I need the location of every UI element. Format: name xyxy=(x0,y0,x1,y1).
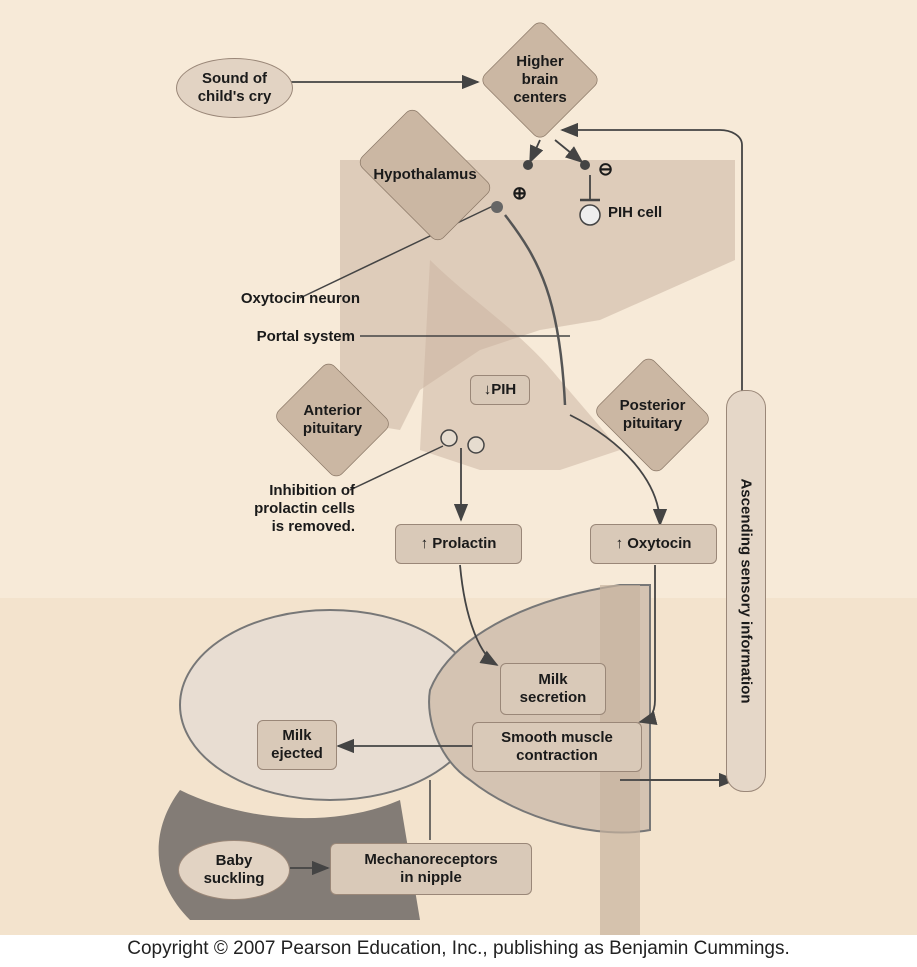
baby-suckling-label: Baby suckling xyxy=(204,852,265,888)
higher-brain-label: Higher brain centers xyxy=(480,53,600,107)
hypothalamus-label: Hypothalamus xyxy=(345,166,505,184)
posterior-pituitary-label: Posterior pituitary xyxy=(590,397,715,433)
milk-ejected-box: Milk ejected xyxy=(257,720,337,770)
brain-to-hypo-arrow xyxy=(530,140,540,162)
baby-suckling-oval: Baby suckling xyxy=(178,840,290,900)
posterior-pituitary-diamond: Posterior pituitary xyxy=(590,360,715,470)
mechanoreceptors-label: Mechanoreceptors in nipple xyxy=(364,851,497,887)
hypo-synapse xyxy=(523,160,533,170)
minus-sign: ⊖ xyxy=(598,160,613,178)
plus-sign: ⊕ xyxy=(512,184,527,202)
anterior-pituitary-diamond: Anterior pituitary xyxy=(270,365,395,475)
pih-decrease-label: ↓PIH xyxy=(484,381,517,399)
oxytocin-neuron-label: Oxytocin neuron xyxy=(170,290,360,308)
ascending-sensory-box: Ascending sensory information xyxy=(726,390,766,792)
copyright-footer: Copyright © 2007 Pearson Education, Inc.… xyxy=(0,938,917,960)
oxytocin-box: ↑ Oxytocin xyxy=(590,524,717,564)
milk-secretion-label: Milk secretion xyxy=(520,671,587,707)
hypothalamus-diamond: Hypothalamus xyxy=(345,120,505,230)
oxytocin-label: ↑ Oxytocin xyxy=(616,535,692,553)
prolactin-cell-b xyxy=(468,437,484,453)
inhibition-note-label: Inhibition of prolactin cells is removed… xyxy=(210,482,355,536)
smooth-muscle-label: Smooth muscle contraction xyxy=(501,729,613,765)
prolactin-box: ↑ Prolactin xyxy=(395,524,522,564)
brain-to-pih-arrow xyxy=(555,140,582,162)
milk-secretion-box: Milk secretion xyxy=(500,663,606,715)
pih-synapse xyxy=(580,160,590,170)
pih-cell-body xyxy=(580,205,600,225)
ascending-sensory-label: Ascending sensory information xyxy=(738,478,755,703)
mechanoreceptors-box: Mechanoreceptors in nipple xyxy=(330,843,532,895)
pih-decrease-box: ↓PIH xyxy=(470,375,530,405)
anterior-pituitary-label: Anterior pituitary xyxy=(270,402,395,438)
milk-ejected-label: Milk ejected xyxy=(271,727,323,763)
smooth-muscle-box: Smooth muscle contraction xyxy=(472,722,642,772)
prolactin-label: ↑ Prolactin xyxy=(421,535,497,553)
prolactin-cell-a xyxy=(441,430,457,446)
sound-of-cry-label: Sound of child's cry xyxy=(198,70,272,106)
portal-system-label: Portal system xyxy=(200,328,355,346)
pih-cell-label: PIH cell xyxy=(608,204,662,222)
sound-of-cry-oval: Sound of child's cry xyxy=(176,58,293,118)
